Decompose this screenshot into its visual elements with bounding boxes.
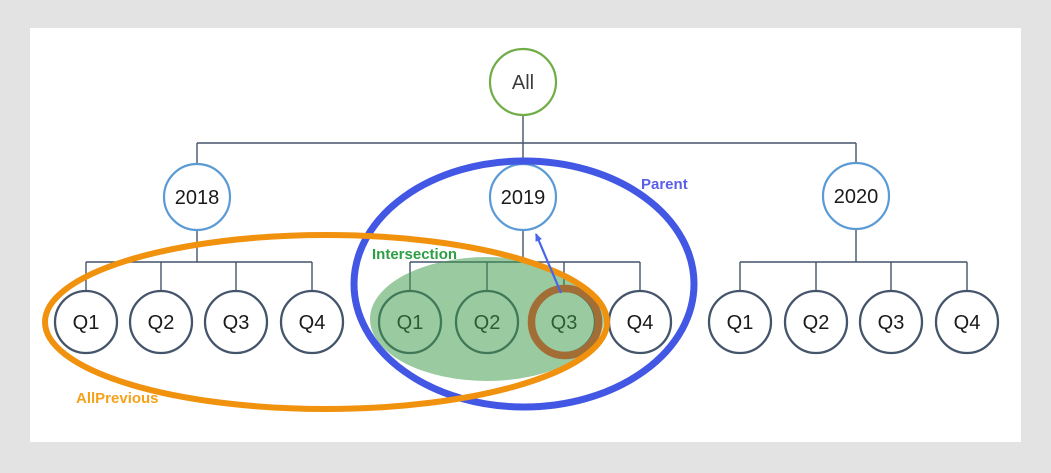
quarter-node-label: Q3: [878, 312, 905, 334]
quarter-node-label: Q4: [627, 312, 654, 334]
allprevious-label: AllPrevious: [76, 390, 159, 407]
year-node-label: 2019: [501, 187, 546, 209]
root-node-label: All: [512, 72, 534, 94]
highlight-ring: [527, 284, 603, 360]
year-node-label: 2018: [175, 187, 220, 209]
quarter-node-2020-q1: Q1: [707, 289, 773, 355]
root-node-circle: [488, 47, 558, 117]
quarter-node-label: Q4: [299, 312, 326, 334]
quarter-node-label: Q1: [727, 312, 754, 334]
quarter-node-circle: [783, 289, 849, 355]
quarter-node-2020-q3: Q3: [858, 289, 924, 355]
year-node-2020: 2020: [821, 161, 891, 231]
year-node-2019: 2019: [488, 162, 558, 232]
quarter-node-2018-q4: Q4: [279, 289, 345, 355]
quarter-node-circle: [53, 289, 119, 355]
quarter-node-2018-q3: Q3: [203, 289, 269, 355]
quarter-node-circle: [934, 289, 1000, 355]
year-node-2018: 2018: [162, 162, 232, 232]
year-node-label: 2020: [834, 186, 879, 208]
quarter-node-circle: [128, 289, 194, 355]
quarter-node-label: Q2: [803, 312, 830, 334]
quarter-node-label: Q2: [148, 312, 175, 334]
parent-label: Parent: [641, 176, 688, 193]
parent-arrow: [534, 233, 563, 294]
year-node-circle: [821, 161, 891, 231]
parent-ellipse: [350, 157, 698, 411]
quarter-node-circle: [858, 289, 924, 355]
quarter-node-label: Q1: [73, 312, 100, 334]
quarter-node-circle: [203, 289, 269, 355]
quarter-node-label: Q3: [223, 312, 250, 334]
quarter-node-2018-q2: Q2: [128, 289, 194, 355]
quarter-node-label: Q4: [954, 312, 981, 334]
intersection-label: Intersection: [372, 246, 457, 263]
quarter-node-2020-q4: Q4: [934, 289, 1000, 355]
quarter-node-circle: [707, 289, 773, 355]
quarter-node-2020-q2: Q2: [783, 289, 849, 355]
year-node-circle: [162, 162, 232, 232]
quarter-node-2019-q4: Q4: [607, 289, 673, 355]
root-node-all: All: [488, 47, 558, 117]
quarter-node-circle: [279, 289, 345, 355]
quarter-node-2018-q1: Q1: [53, 289, 119, 355]
allprevious-ellipse: [42, 232, 610, 412]
